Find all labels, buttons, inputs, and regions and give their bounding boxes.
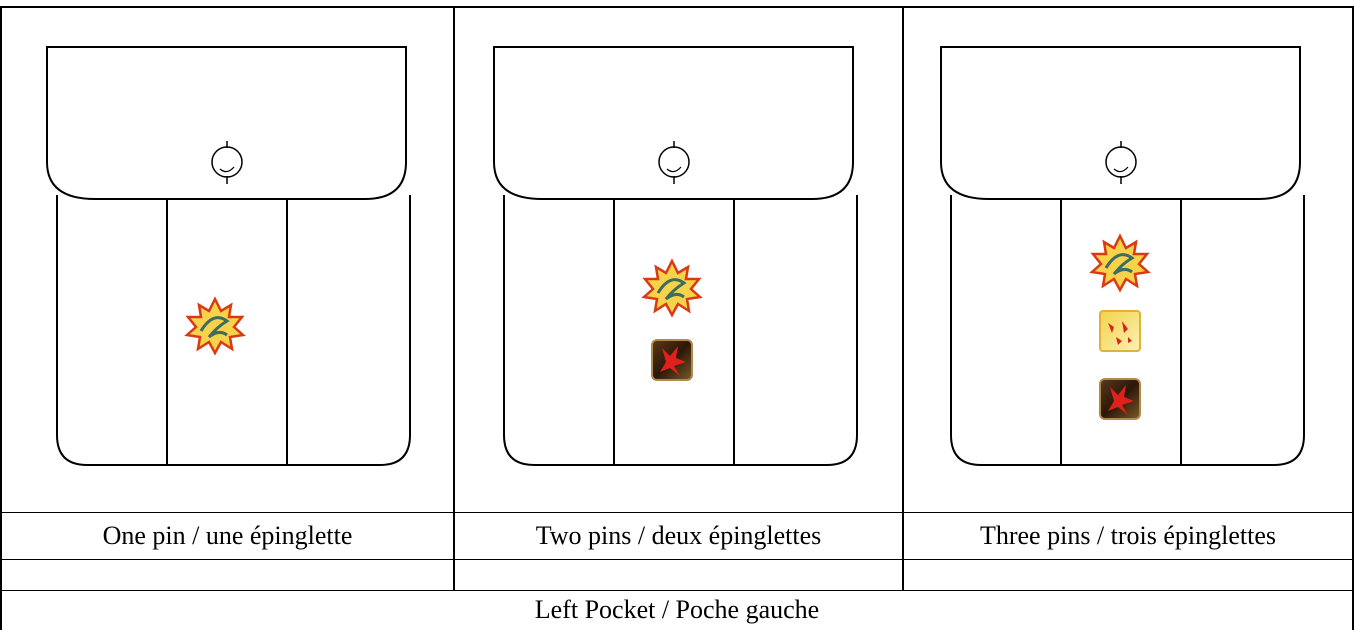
leaf-pin-icon	[642, 259, 702, 317]
caption-three-pins: Three pins / trois épinglettes	[979, 521, 1277, 550]
leaf-pin-icon	[1090, 234, 1150, 292]
yellow-square-pin-icon	[1099, 310, 1141, 352]
red-square-pin-icon	[1099, 378, 1141, 420]
table-border-top	[0, 6, 1354, 8]
col-divider-1	[453, 6, 455, 591]
pocket-title: Left Pocket / Poche gauche	[534, 595, 820, 624]
table-border-right	[1352, 6, 1354, 630]
row-divider-1	[0, 512, 1354, 513]
table-border-left	[0, 6, 2, 630]
pocket-three-pins	[940, 46, 1305, 466]
leaf-pin-icon	[185, 297, 245, 355]
row-divider-2	[0, 559, 1354, 560]
pocket-two-pins	[493, 46, 858, 466]
row-divider-3	[0, 590, 1354, 591]
pocket-one-pin	[46, 46, 411, 466]
caption-two-pins: Two pins / deux épinglettes	[535, 521, 822, 550]
red-square-pin-icon	[651, 339, 693, 381]
caption-one-pin: One pin / une épinglette	[102, 521, 353, 550]
col-divider-2	[902, 6, 904, 591]
